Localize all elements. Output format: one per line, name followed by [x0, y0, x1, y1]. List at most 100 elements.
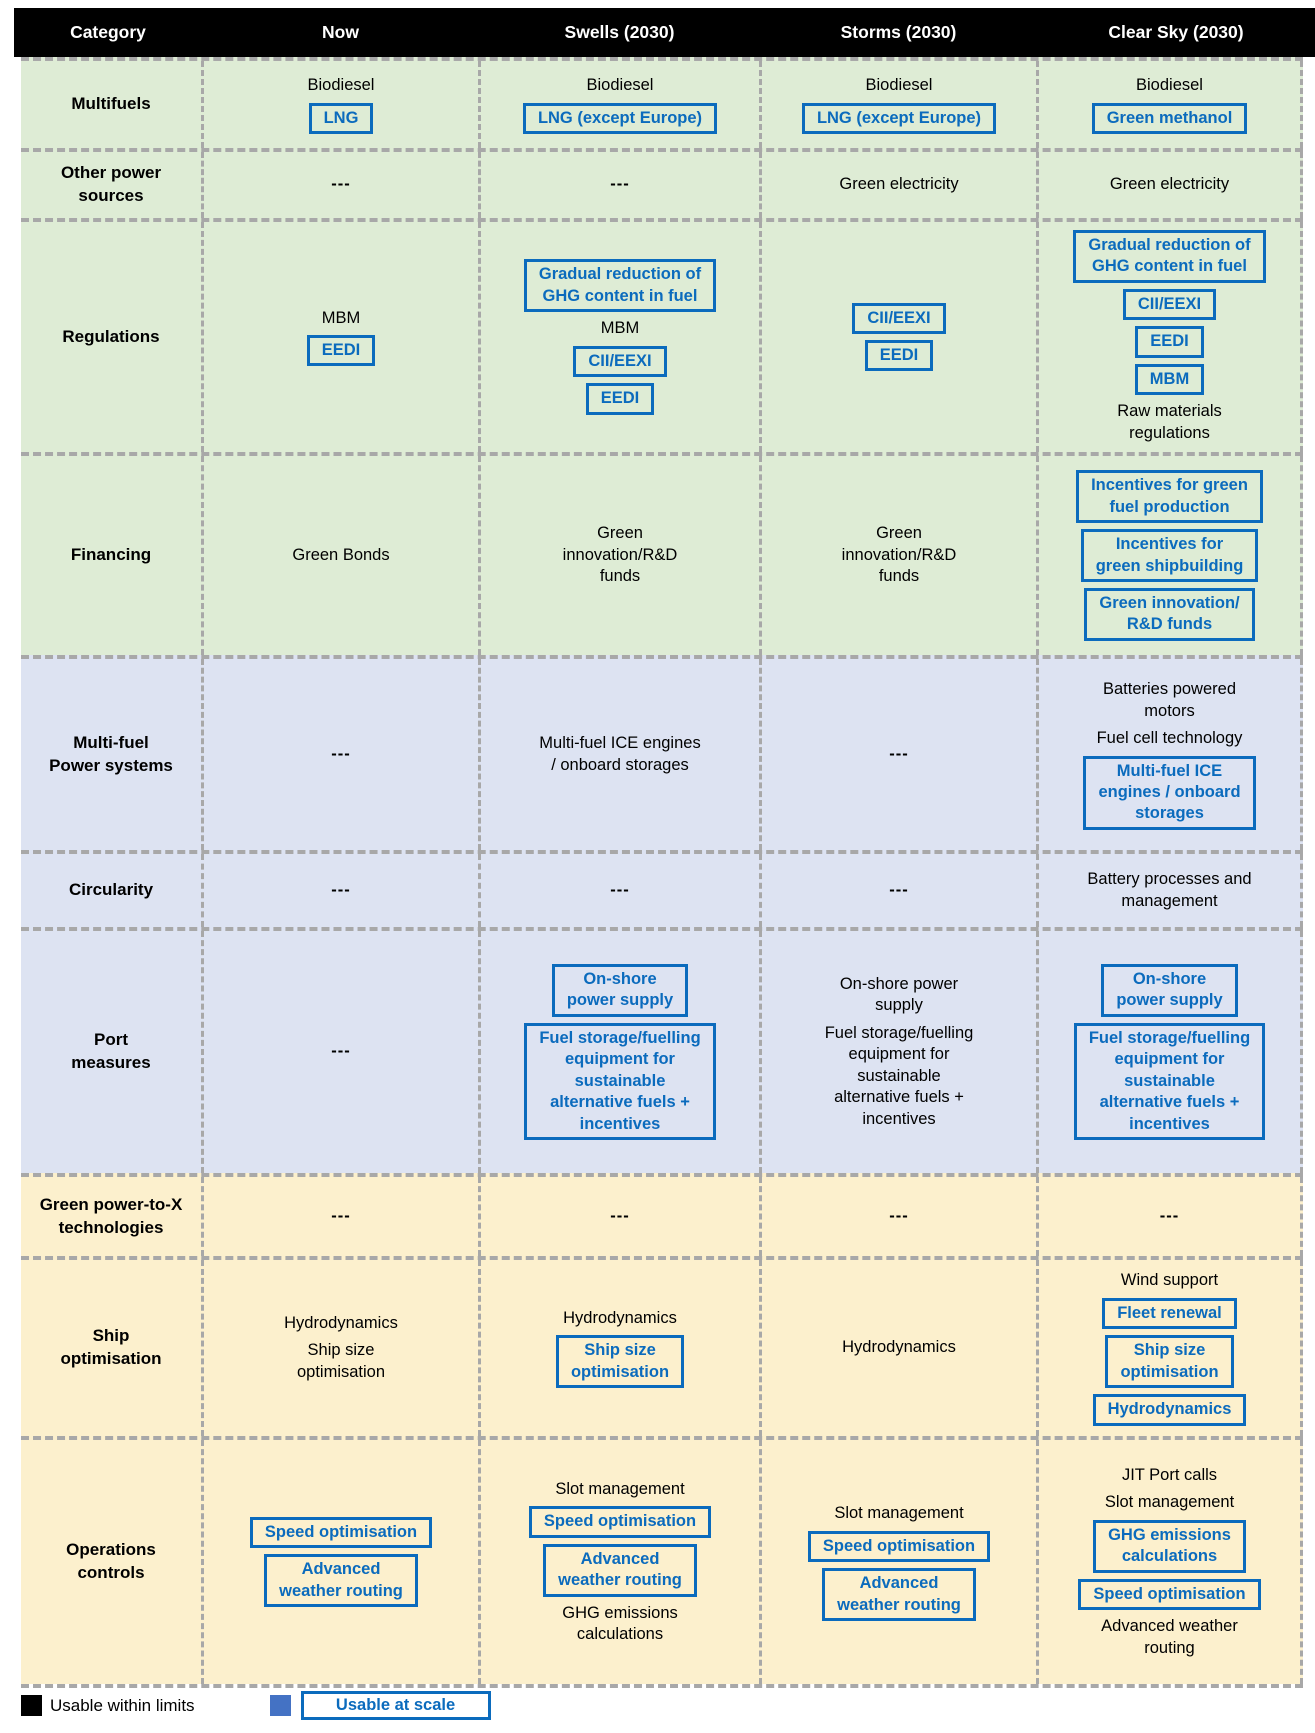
usable-at-scale-item: Speed optimisation — [528, 1506, 712, 1538]
category-label: Other power sources — [60, 163, 162, 205]
usable-within-limits-item: --- — [610, 175, 630, 194]
table-row: Green power-to-X technologies-----------… — [21, 1173, 1303, 1257]
usable-within-limits-item: --- — [331, 880, 351, 899]
matrix-cell: --- — [759, 854, 1036, 928]
matrix-cell: --- — [201, 1177, 478, 1257]
usable-within-limits-item: --- — [889, 1206, 909, 1225]
usable-within-limits-item: On-shore power supply — [839, 975, 959, 1015]
matrix-cell: --- — [759, 1177, 1036, 1257]
usable-at-scale-item: Speed optimisation — [807, 1530, 991, 1563]
matrix-cell: --- — [478, 854, 759, 928]
usable-at-scale-box: Usable at scale — [300, 1691, 491, 1720]
usable-at-scale-item: Multi-fuel ICE engines / onboard storage… — [1083, 755, 1256, 830]
table-row: Other power sources------Green electrici… — [21, 148, 1303, 218]
matrix-cell: Gradual reduction of GHG content in fuel… — [1036, 222, 1303, 453]
matrix-cell: --- — [478, 152, 759, 218]
usable-at-scale-item: LNG (except Europe) — [522, 102, 718, 134]
matrix-cell: --- — [759, 659, 1036, 851]
usable-at-scale-item: Advanced weather routing — [543, 1543, 697, 1597]
usable-at-scale-item: GHG emissions calculations — [1093, 1519, 1246, 1573]
usable-within-limits-item: Green electricity — [1109, 175, 1230, 194]
matrix-cell: --- — [478, 1177, 759, 1257]
usable-at-scale-item: Speed optimisation — [249, 1516, 433, 1549]
matrix-cell: --- — [201, 659, 478, 851]
header-category: Category — [70, 22, 146, 42]
usable-at-scale-item: Gradual reduction of GHG content in fuel — [1073, 230, 1266, 283]
usable-within-limits-item: GHG emissions calculations — [562, 1603, 678, 1643]
usable-at-scale-item: EEDI — [864, 340, 934, 372]
usable-at-scale-item: On-shore power supply — [1101, 964, 1238, 1017]
matrix-cell: Gradual reduction of GHG content in fuel… — [478, 222, 759, 453]
usable-within-limits-item: --- — [610, 1206, 630, 1225]
usable-within-limits-item: Multi-fuel ICE engines / onboard storage… — [539, 734, 701, 774]
category-label: Multifuels — [71, 94, 151, 114]
usable-within-limits-item: --- — [331, 1206, 351, 1225]
usable-within-limits-item: Biodiesel — [586, 76, 654, 95]
matrix-cell: Green innovation/R&D funds — [759, 456, 1036, 656]
matrix-cell: Hydrodynamics — [759, 1260, 1036, 1437]
usable-at-scale-item: Advanced weather routing — [822, 1568, 976, 1621]
header-clear-sky-2030: Clear Sky (2030) — [1108, 22, 1244, 42]
matrix-cell: Green innovation/R&D funds — [478, 456, 759, 656]
legend: Usable within limits Usable at scale — [21, 1691, 491, 1720]
category-label: Financing — [70, 545, 152, 565]
table-header-row: Category Now Swells (2030) Storms (2030)… — [14, 8, 1315, 57]
matrix-cell: Multi-fuel ICE engines / onboard storage… — [478, 659, 759, 851]
usable-within-limits-item: --- — [889, 744, 909, 763]
usable-at-scale-item: Hydrodynamics — [1092, 1394, 1247, 1426]
usable-at-scale-item: Green innovation/ R&D funds — [1084, 588, 1255, 641]
usable-at-scale-item: Fuel storage/fuelling equipment for sust… — [524, 1022, 716, 1141]
usable-at-scale-item: Advanced weather routing — [264, 1554, 418, 1608]
usable-within-limits-item: Battery processes and management — [1087, 870, 1252, 910]
matrix-cell: Green electricity — [1036, 152, 1303, 218]
matrix-cell: Green Bonds — [201, 456, 478, 656]
usable-within-limits-item: Green innovation/R&D funds — [841, 524, 957, 586]
category-label: Port measures — [71, 1030, 151, 1073]
usable-within-limits-item: Hydrodynamics — [284, 1313, 398, 1332]
usable-within-limits-item: Biodiesel — [307, 76, 375, 95]
header-now: Now — [322, 22, 359, 42]
category-label: Ship optimisation — [60, 1326, 162, 1369]
usable-within-limits-item: MBM — [600, 319, 640, 338]
usable-within-limits-item: Biodiesel — [865, 76, 933, 95]
header-swells-2030: Swells (2030) — [564, 22, 675, 42]
category-label: Operations controls — [66, 1540, 156, 1583]
usable-within-limits-item: JIT Port calls — [1121, 1466, 1218, 1485]
usable-within-limits-item: Green Bonds — [292, 545, 390, 564]
usable-at-scale-item: CII/EEXI — [852, 302, 946, 335]
usable-at-scale-item: EEDI — [306, 335, 376, 367]
matrix-cell: --- — [1036, 1177, 1303, 1257]
table-row: Circularity---------Battery processes an… — [21, 850, 1303, 928]
usable-within-limits-item: Hydrodynamics — [563, 1308, 677, 1327]
usable-at-scale-item: Gradual reduction of GHG content in fuel — [523, 259, 717, 313]
usable-at-scale-item: Fuel storage/fuelling equipment for sust… — [1073, 1022, 1266, 1141]
usable-within-limits-item: --- — [1159, 1206, 1180, 1225]
usable-within-limits-item: MBM — [321, 308, 361, 327]
category-label: Regulations — [62, 326, 160, 346]
header-storms-2030: Storms (2030) — [840, 22, 957, 42]
table-row: Multi-fuel Power systems---Multi-fuel IC… — [21, 655, 1303, 851]
usable-at-scale-item: MBM — [1134, 363, 1205, 396]
category-label: Circularity — [68, 880, 154, 900]
matrix-cell: Battery processes and management — [1036, 854, 1303, 928]
usable-within-limits-item: Batteries powered motors — [1103, 680, 1236, 720]
usable-within-limits-item: Hydrodynamics — [842, 1338, 956, 1357]
usable-within-limits-item: Green electricity — [839, 175, 959, 194]
usable-within-limits-item: Wind support — [1120, 1271, 1219, 1290]
usable-within-limits-item: Slot management — [555, 1479, 685, 1498]
matrix-cell: --- — [201, 931, 478, 1174]
usable-at-scale-swatch — [269, 1695, 291, 1716]
